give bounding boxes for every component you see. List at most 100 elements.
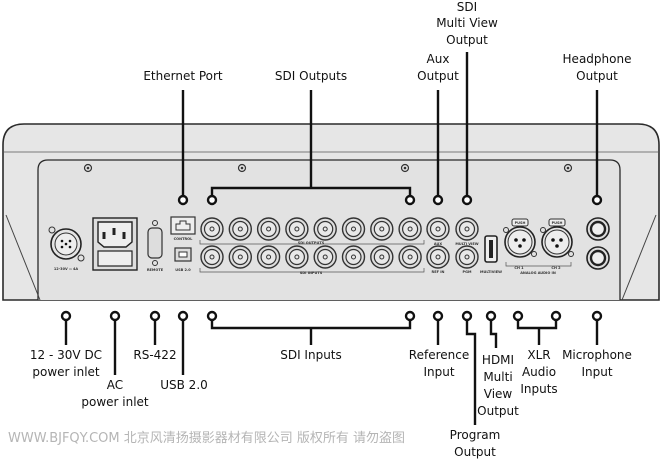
bnc-ring xyxy=(373,248,390,266)
mark-sdi-inputs: SDI INPUTS xyxy=(300,271,323,275)
mark-analog-audio-in: ANALOG AUDIO IN xyxy=(520,271,556,275)
ethernet-port xyxy=(170,216,196,235)
rs422-screw xyxy=(152,220,158,226)
bnc-pin xyxy=(209,226,215,232)
aux-output-connector xyxy=(426,217,450,241)
ac-switch xyxy=(97,250,133,267)
sdi-output-connector xyxy=(313,217,337,241)
xlr-pin xyxy=(514,238,518,242)
dc-pin xyxy=(68,239,72,243)
bnc-pin xyxy=(266,254,272,260)
iec-pin xyxy=(112,228,116,235)
xlr-pin xyxy=(518,244,522,248)
bnc-ring xyxy=(402,248,419,266)
xlr-screw xyxy=(503,227,509,233)
screw-center xyxy=(240,166,244,170)
bnc-ring xyxy=(429,248,447,266)
bnc-ring xyxy=(288,248,305,266)
sdi-input-connector xyxy=(285,245,309,269)
sdi-output-connector xyxy=(256,217,281,241)
headphone-jack-ring xyxy=(589,220,607,238)
leader-line xyxy=(489,321,498,348)
sdi-output-connector xyxy=(370,217,394,241)
bnc-ring xyxy=(373,220,390,238)
bnc-ring xyxy=(203,248,221,266)
screw-icon xyxy=(563,163,573,173)
bnc-ring xyxy=(232,220,249,238)
label-rs422: RS-422 xyxy=(133,348,176,362)
xlr-push-tab xyxy=(511,218,529,227)
xlr-pin xyxy=(555,244,559,248)
label-hdmi-1: HDMI xyxy=(482,353,514,367)
leader-dot xyxy=(404,194,416,206)
mark-push-1: PUSH xyxy=(515,221,526,225)
leader-dot xyxy=(591,194,603,206)
leader-lines xyxy=(60,52,603,425)
sdi-output-bracket xyxy=(199,240,425,245)
sdi-input-connector xyxy=(228,245,253,269)
leader-dot xyxy=(461,310,473,322)
leader-dot xyxy=(485,310,497,322)
label-ethernet-port: Ethernet Port xyxy=(143,69,223,83)
leader-dot xyxy=(206,194,218,206)
mark-ch2: CH 2 xyxy=(551,266,561,270)
label-xlr-3: Inputs xyxy=(520,382,557,396)
hdmi-port-inner xyxy=(489,240,493,258)
screw-center xyxy=(566,166,570,170)
mark-hdmi-multiview: MULTIVIEW xyxy=(480,270,502,274)
xlr-screw xyxy=(540,227,546,233)
iec-pin xyxy=(102,232,106,239)
sdi-input-bracket xyxy=(199,268,425,273)
sdi-input-connector xyxy=(370,245,394,269)
xlr-inner xyxy=(544,229,570,255)
usb-socket xyxy=(178,251,188,258)
program-output-connector xyxy=(455,245,479,269)
label-sdi-inputs: SDI Inputs xyxy=(280,348,342,362)
leader-dot xyxy=(432,194,444,206)
xlr-push-tab xyxy=(548,218,566,227)
leader-dot xyxy=(60,310,72,322)
bnc-ring xyxy=(260,220,277,238)
bnc-ring xyxy=(458,248,476,266)
leader-dot xyxy=(177,194,189,206)
xlr-pin xyxy=(551,238,555,242)
bnc-pin xyxy=(464,226,470,232)
bnc-ring xyxy=(345,248,362,266)
dc-pin xyxy=(60,245,64,249)
bnc-pin xyxy=(237,254,243,260)
bnc-pin xyxy=(407,254,413,260)
rs422-port xyxy=(147,227,163,259)
dc-screw xyxy=(48,226,56,234)
connectors xyxy=(48,216,610,273)
leader-dot xyxy=(432,310,444,322)
label-program-1: Program xyxy=(450,428,501,442)
label-multiview-1: SDI xyxy=(457,0,477,14)
leader-dot xyxy=(591,310,603,322)
bnc-pin xyxy=(209,254,215,260)
mark-control: CONTROL xyxy=(174,237,194,241)
sdi-output-connector xyxy=(341,217,366,241)
leader-line xyxy=(516,321,558,330)
analog-audio-bracket xyxy=(505,262,572,267)
bnc-ring xyxy=(458,220,476,238)
leader-dot xyxy=(149,310,161,322)
screw-center xyxy=(86,166,90,170)
screw-icon xyxy=(400,163,410,173)
bnc-pin xyxy=(237,226,243,232)
bnc-pin xyxy=(266,226,272,232)
bnc-pin xyxy=(435,254,441,260)
label-aux-2: Output xyxy=(417,69,459,83)
sdi-output-connector xyxy=(228,217,253,241)
mark-sdi-outputs: SDI OUTPUTS xyxy=(298,241,325,245)
bnc-ring xyxy=(429,220,447,238)
sdi-input-connector xyxy=(341,245,366,269)
bnc-pin xyxy=(464,254,470,260)
label-headphone-2: Output xyxy=(576,69,618,83)
bnc-pin xyxy=(322,226,328,232)
bnc-ring xyxy=(232,248,249,266)
label-aux-1: Aux xyxy=(427,52,450,66)
screw-center xyxy=(403,166,407,170)
leader-dot xyxy=(404,310,416,322)
label-usb: USB 2.0 xyxy=(160,378,208,392)
